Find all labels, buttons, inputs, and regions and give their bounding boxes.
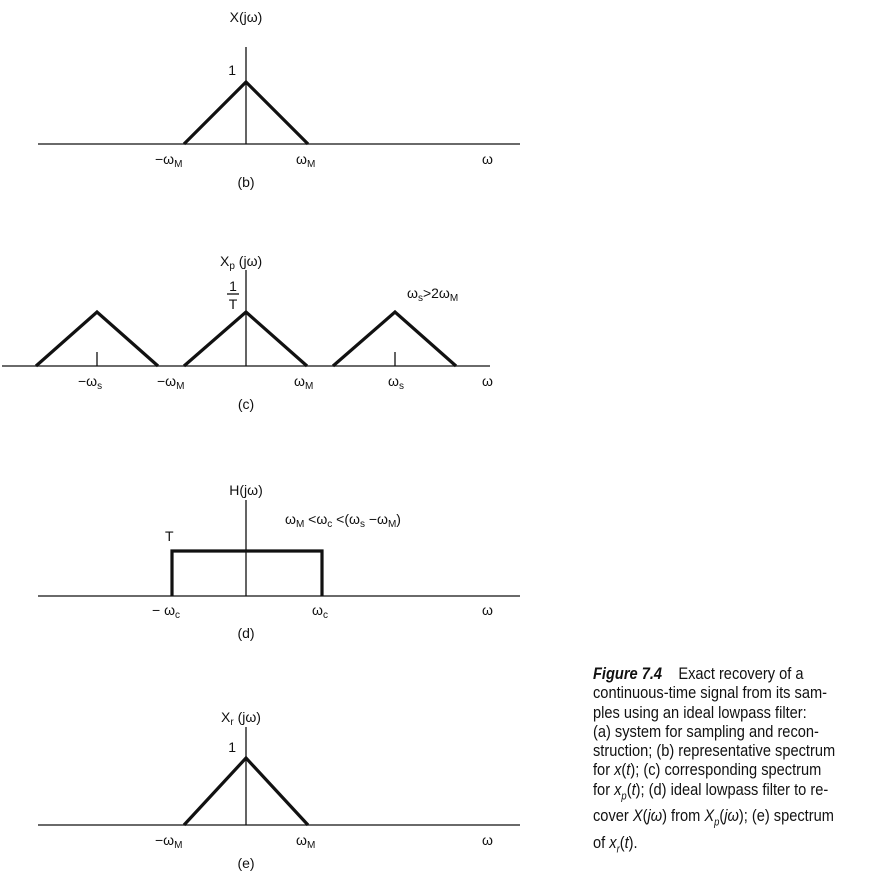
- caption-text: ples using an ideal lowpass filter:: [593, 702, 807, 722]
- triangle-spectrum: [182, 79, 310, 146]
- caption-text: ).: [628, 833, 638, 853]
- neg-omega-s-label: −ωs: [78, 373, 102, 392]
- triangle-right: [331, 309, 458, 368]
- y-label: X(jω): [230, 9, 263, 25]
- neg-omega-m-label: −ωM: [155, 151, 182, 170]
- peak-denominator: T: [229, 296, 238, 312]
- omega-axis-label: ω: [482, 602, 493, 618]
- omega-m-label: ωM: [294, 373, 313, 392]
- panel-b: X(jω) 1 −ωM ωM ω (b): [38, 9, 520, 190]
- y-label: H(jω): [229, 482, 262, 498]
- caption-text: jω: [647, 806, 663, 826]
- caption-line: cover X(jω) from Xp(jω); (e) spectrum: [593, 806, 835, 833]
- caption-text: (: [619, 833, 625, 853]
- caption-line: (a) system for sampling and recon-: [593, 722, 835, 741]
- omega-axis-label: ω: [482, 832, 493, 848]
- caption-line: struction; (b) representative spectrum: [593, 741, 835, 760]
- panel-label: (b): [237, 174, 254, 190]
- panel-label: (e): [237, 855, 254, 871]
- omega-axis-label: ω: [482, 151, 493, 167]
- caption-text: (: [626, 779, 632, 799]
- neg-omega-c-label: − ωc: [152, 602, 180, 621]
- triangle-center: [182, 309, 309, 368]
- caption-text: for: [593, 760, 615, 780]
- sampling-condition: ωs>2ωM: [407, 285, 458, 304]
- omega-s-label: ωs: [388, 373, 404, 392]
- cutoff-condition: ωM <ωc <(ωs −ωM): [285, 511, 401, 530]
- triangle-left: [34, 309, 160, 368]
- figure-number: Figure 7.4: [593, 664, 663, 683]
- caption-text: (: [719, 806, 725, 826]
- caption-text: x: [614, 779, 622, 799]
- caption-line: ples using an ideal lowpass filter:: [593, 703, 835, 722]
- caption-line: of xr(t).: [593, 833, 835, 860]
- caption-text: jω: [724, 806, 739, 826]
- caption-text: ); (c) corresponding spectrum: [630, 760, 822, 780]
- caption-text: continuous-time signal from its sam-: [593, 683, 828, 703]
- panel-label: (d): [237, 625, 254, 641]
- caption-text: (a) system for sampling and recon-: [593, 721, 819, 741]
- caption-line: for x(t); (c) corresponding spectrum: [593, 760, 835, 779]
- caption-text: p: [621, 790, 627, 803]
- caption-text: X: [704, 806, 715, 826]
- omega-m-label: ωM: [296, 832, 315, 851]
- panel-label: (c): [238, 396, 254, 412]
- omega-axis-label: ω: [482, 373, 493, 389]
- peak-numerator: 1: [229, 278, 237, 294]
- panel-e: Xr (jω) 1 −ωM ωM ω (e): [38, 709, 520, 871]
- caption-text: x: [614, 760, 622, 780]
- caption-text: Exact recovery of a: [662, 664, 804, 683]
- caption-text: p: [714, 816, 720, 829]
- omega-c-label: ωc: [312, 602, 328, 621]
- peak-label: 1: [228, 739, 236, 755]
- caption-text: ); (e) spectrum: [738, 806, 834, 826]
- lowpass-filter-response: [170, 549, 324, 596]
- omega-m-label: ωM: [296, 151, 315, 170]
- caption-text: t: [631, 779, 636, 799]
- caption-text: cover: [593, 806, 633, 826]
- caption-text: t: [626, 760, 631, 780]
- caption-text: t: [624, 833, 629, 853]
- caption-text: of: [593, 833, 610, 853]
- panel-c: Xp (jω) 1 T ωs>2ωM −ωs −ωM ωM ωs ω (c): [2, 253, 493, 412]
- caption-line: continuous-time signal from its sam-: [593, 683, 835, 702]
- caption-text: (: [642, 806, 648, 826]
- gain-label: T: [165, 528, 174, 544]
- caption-text: (: [621, 760, 627, 780]
- y-label: Xp (jω): [220, 253, 262, 272]
- caption-text: for: [593, 779, 615, 799]
- caption-line: Figure 7.4 Exact recovery of a: [593, 664, 835, 683]
- caption-text: x: [609, 833, 617, 853]
- caption-text: struction; (b) representative spectrum: [593, 741, 836, 761]
- triangle-spectrum: [182, 755, 310, 827]
- y-label: Xr (jω): [221, 709, 261, 728]
- neg-omega-m-label: −ωM: [157, 373, 184, 392]
- neg-omega-m-label: −ωM: [155, 832, 182, 851]
- caption-text: X: [632, 806, 643, 826]
- caption-text: r: [616, 843, 620, 856]
- caption-text: ) from: [662, 806, 705, 826]
- caption-text: ); (d) ideal lowpass filter to re-: [635, 779, 829, 799]
- caption-line: for xp(t); (d) ideal lowpass filter to r…: [593, 780, 835, 807]
- panel-d: H(jω) T ωM <ωc <(ωs −ωM) − ωc ωc ω (d): [38, 482, 520, 641]
- peak-label: 1: [228, 62, 236, 78]
